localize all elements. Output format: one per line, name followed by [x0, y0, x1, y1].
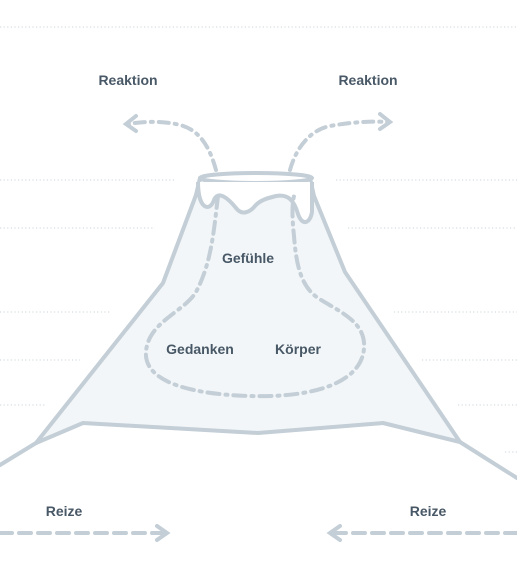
reaction-arrow-right-head [378, 112, 394, 131]
ground-line [0, 440, 517, 480]
stimuli-arrow-right-head [326, 524, 342, 542]
inner-flow-dashed [143, 194, 367, 399]
background-guide-lines [0, 26, 517, 453]
reaction-arrow-left-head [122, 114, 138, 133]
reaction-label-right: Reaktion [338, 72, 397, 88]
stimuli-arrow-left-head [155, 524, 171, 542]
feelings-label: Gefühle [222, 250, 274, 266]
crater-drips [196, 181, 314, 224]
stimuli-label-left: Reize [46, 503, 83, 519]
reaction-arrow-right [288, 119, 390, 172]
body-label: Körper [275, 341, 321, 357]
thoughts-label: Gedanken [166, 341, 234, 357]
stimuli-label-right: Reize [410, 503, 447, 519]
reaction-arrow-left [126, 119, 218, 172]
crater-rim [198, 171, 314, 185]
volcano-body [34, 176, 462, 445]
reaction-label-left: Reaktion [98, 72, 157, 88]
